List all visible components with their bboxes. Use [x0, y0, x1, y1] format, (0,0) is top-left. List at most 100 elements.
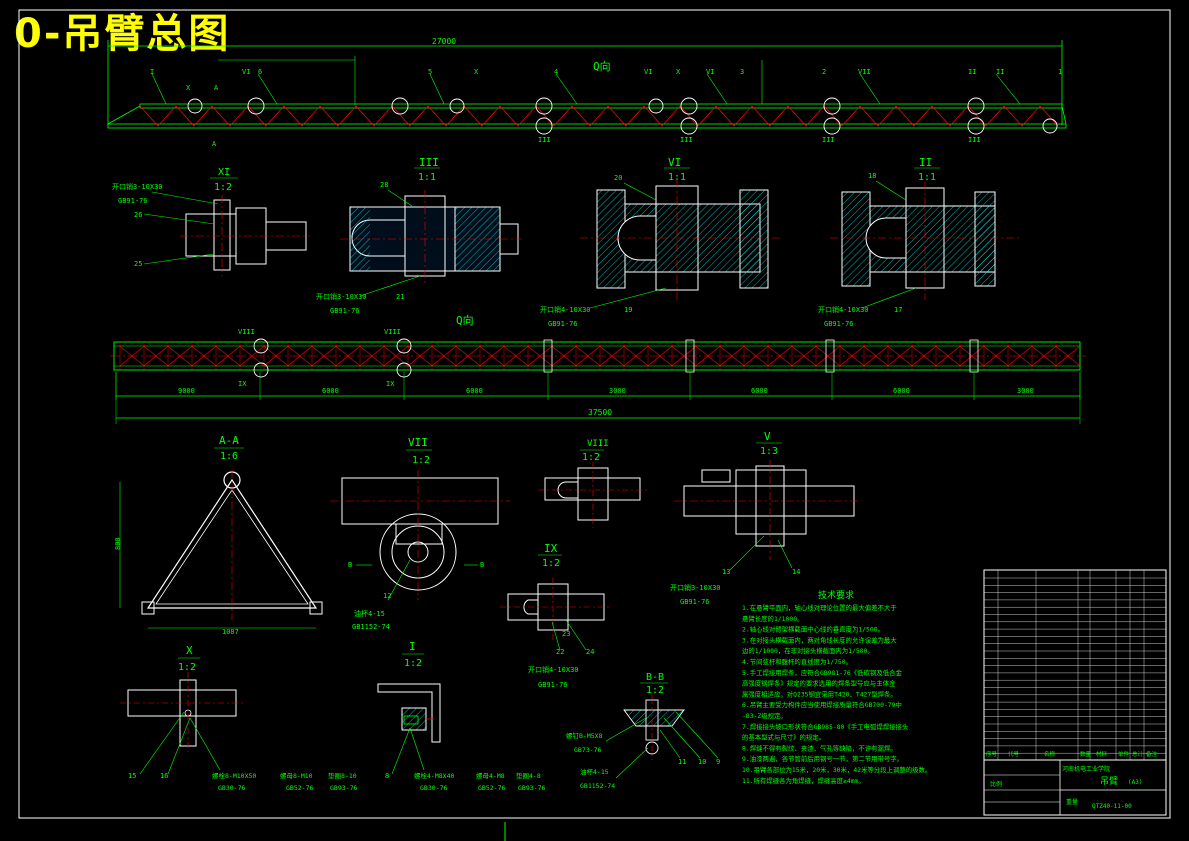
v-part-a: 13	[722, 568, 730, 576]
mid-dim-value: 6000	[466, 387, 483, 395]
bb-note1: 螺钉B-M5X8	[566, 731, 603, 740]
title-code: QTZ40-11-00	[1092, 803, 1132, 810]
ix-part-b: 23	[562, 630, 570, 638]
v-std: GB91-76	[680, 598, 710, 606]
aa-height: 800	[114, 537, 122, 550]
section-bb: B-B 1:2 螺钉B-M5X8 GB73-76 油杯4-15 GB1152-7…	[566, 672, 720, 790]
ii-scale: 1:1	[918, 172, 936, 183]
top-leaders	[151, 73, 1021, 105]
xi-roman: XI	[218, 167, 230, 178]
mid-total-dim: 37500	[588, 408, 612, 417]
detail-i: I 1:2 8 螺栓4-M8X40 GB30-76 螺母4-M8 GB52-76…	[377, 640, 545, 792]
detail-vii: VII 1:2 B B 12 油杯4-15 GB1152-74	[330, 436, 510, 631]
top-view-label: Q向	[593, 59, 611, 73]
viii-scale: 1:2	[582, 452, 600, 463]
bb-note2: 油杯4-15	[580, 767, 609, 776]
top-callout: VII	[858, 68, 871, 76]
top-callout: VI	[242, 68, 250, 76]
tech-line: 10.吊臂各部位为15米，20米，30米，42米等分段上调整的级数。	[742, 765, 931, 774]
x-part-a: 15	[128, 772, 136, 780]
tech-line: 5.手工焊接用焊条，应符合GB981-76《低碳钢及低合金	[742, 668, 903, 677]
tech-line: 11.所有焊缝各为角焊缝，焊缝高度≥4mm。	[742, 776, 865, 785]
bb-part-a: 11	[678, 758, 686, 766]
xi-scale: 1:2	[214, 182, 232, 193]
i-roman: I	[409, 640, 416, 653]
tech-line: 2.轴心线对臂架横截面中心线的垂直度为1/500。	[742, 625, 884, 634]
top-joint-circles	[187, 97, 1058, 135]
ii-pin: 开口销4-10X30	[818, 305, 869, 314]
tech-line: 1.在悬臂平面内，轴心线对理论位置的最大偏差不大于	[742, 603, 897, 612]
top-callout: 6	[258, 68, 262, 76]
i-note2s: GB52-76	[478, 784, 505, 792]
top-callout: X	[186, 84, 191, 92]
title-school: 河南机电工业学院	[1062, 765, 1110, 773]
title-spec: (A3)	[1128, 779, 1142, 786]
top-callout: 3	[740, 68, 744, 76]
x-note3: 垫圈8-10	[328, 771, 357, 780]
bb-note2s: GB1152-74	[580, 782, 615, 790]
mid-view-label: Q向	[456, 313, 474, 327]
tech-line: 边的1/1000，在非对接头横截面内为1/500。	[742, 646, 874, 655]
xi-part-a: 26	[134, 211, 142, 219]
mid-tag-bot-1: IX	[238, 380, 247, 388]
vii-part: 12	[383, 592, 391, 600]
mid-tag-top-2: VIII	[384, 328, 401, 336]
x-scale: 1:2	[178, 662, 196, 673]
i-note1: 螺栓4-M8X40	[414, 771, 454, 780]
title-block: 序号代号名称数量材料单件总计备注 河南机电工业学院 吊臂 (A3) QTZ40-…	[983, 569, 1167, 816]
x-note1s: GB30-76	[218, 784, 245, 792]
mid-truss-members	[119, 339, 1081, 373]
detail-v: V 1:3 13 14 开口销3-10X30 GB91-76	[670, 430, 862, 606]
vi-scale: 1:1	[668, 172, 686, 183]
detail-ix: IX 1:2 22 23 24 开口销4-10X30 GB91-76	[500, 542, 612, 689]
i-note3s: GB93-76	[518, 784, 545, 792]
detail-iii: III 1:1 28 开口销3-10X30 GB91-76 21	[316, 156, 522, 315]
title-header: 序号	[986, 750, 998, 758]
tech-line: 6.吊臂主要受力构件应当使用焊接质量符合GB700-79中	[742, 700, 902, 709]
ii-std: GB91-76	[824, 320, 854, 328]
tech-line: 3.在对接头横截面内，两对角线长度的允许误差为最大	[742, 635, 897, 644]
ix-scale: 1:2	[542, 558, 560, 569]
x-part-b: 16	[160, 772, 168, 780]
top-total-dim: 27000	[432, 37, 456, 46]
xi-part-b: 25	[134, 260, 142, 268]
detail-x: X 1:2 15 16 螺栓8-M10X50 GB30-76 螺母8-M10 G…	[120, 644, 357, 792]
ix-part-c: 24	[586, 648, 594, 656]
top-callout: 5	[428, 68, 432, 76]
viii-roman: VIII	[587, 439, 609, 449]
xi-std: GB91-76	[118, 197, 148, 205]
top-callout: VI	[644, 68, 652, 76]
x-note2s: GB52-76	[286, 784, 313, 792]
v-scale: 1:3	[760, 446, 778, 457]
tech-line: 4.节间弦杆和腹杆的直线度为1/750。	[742, 657, 852, 666]
vii-scale: 1:2	[412, 455, 430, 466]
iii-part-b: 21	[396, 293, 404, 301]
title-header: 单件	[1118, 750, 1130, 758]
outer-frame	[18, 9, 1171, 819]
detail-ii: II 1:1 18 开口销4-10X30 GB91-76 17	[818, 156, 1020, 328]
bottom-callout: III	[538, 136, 551, 144]
iii-scale: 1:1	[418, 172, 436, 183]
mid-dim-value: 6000	[322, 387, 339, 395]
tech-line: 悬臂长度的1/1000。	[742, 614, 803, 623]
tech-line: 7.焊接接头坡口形状符合GB985-80《手工电弧焊焊接接头	[742, 722, 909, 731]
vii-b-left: B	[348, 561, 352, 569]
bb-scale: 1:2	[646, 685, 664, 696]
top-truss-members	[139, 105, 1059, 127]
top-callout: II	[996, 68, 1004, 76]
xi-pin: 开口销3-10X30	[112, 182, 163, 191]
vi-std: GB91-76	[548, 320, 578, 328]
vi-part-a: 20	[614, 174, 622, 182]
ii-part-a: 18	[868, 172, 876, 180]
bottom-callout: III	[680, 136, 693, 144]
vi-roman: VI	[668, 156, 681, 169]
x-note1: 螺栓8-M10X50	[212, 771, 256, 780]
i-note1s: GB30-76	[420, 784, 447, 792]
iii-part-a: 28	[380, 181, 388, 189]
ix-pin: 开口销4-10X30	[528, 665, 579, 674]
aa-roman: A-A	[219, 434, 239, 447]
